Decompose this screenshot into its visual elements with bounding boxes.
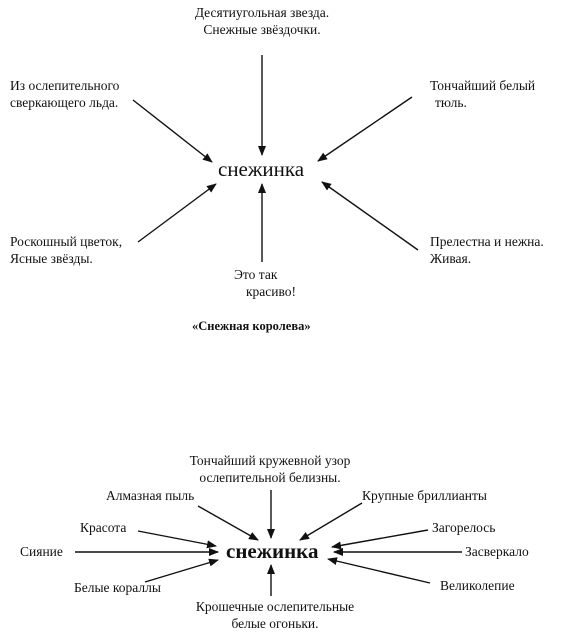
d2-label-krasota: Красота [80,520,127,535]
d2-label-velikolepie: Великолепие [440,578,515,593]
d1-label-top: Десятиугольная звезда. Снежные звёздочки… [194,5,330,37]
d1-label-lower-right: Прелестна и нежна. Живая. [430,234,544,266]
d2-label-korally: Белые кораллы [74,580,161,595]
d2-label-top: Тончайший кружевной узор ослепительной б… [189,453,351,485]
arrow-d2-zagorelos [331,529,429,550]
d2-label-zagorelos: Загорелось [432,520,496,535]
d2-label-brill: Крупные бриллианты [362,488,487,503]
d2-label-zasverkalo: Засверкало [465,544,529,559]
arrow-d2-brill [299,502,363,541]
d1-center-word: снежинка [218,157,305,181]
arrow-d1-lower-right [321,181,419,251]
arrow-d2-almaz [197,505,259,541]
d1-label-upper-left: Из ослепительного сверкающего льда. [10,78,120,110]
d1-label-bottom: Это так красиво! [234,267,297,299]
arrow-d2-krasota [137,530,217,549]
arrow-d2-velikolepie [327,557,431,584]
arrow-d1-lower-left [137,183,217,243]
d2-label-siyanie: Сияние [20,544,63,559]
arrow-d2-korally [144,558,219,583]
d2-center-word: снежинка [226,539,319,563]
arrow-d1-upper-right [317,96,413,162]
d2-label-almaz: Алмазная пыль [106,488,195,503]
d1-label-lower-left: Роскошный цветок, Ясные звёзды. [10,234,123,266]
d2-label-bottom: Крошечные ослепительные белые огоньки. [195,599,355,631]
d1-label-upper-right: Тончайший белый тюль. [430,78,536,110]
d1-caption: «Снежная королева» [192,319,311,333]
arrow-d1-upper-left [132,99,213,163]
